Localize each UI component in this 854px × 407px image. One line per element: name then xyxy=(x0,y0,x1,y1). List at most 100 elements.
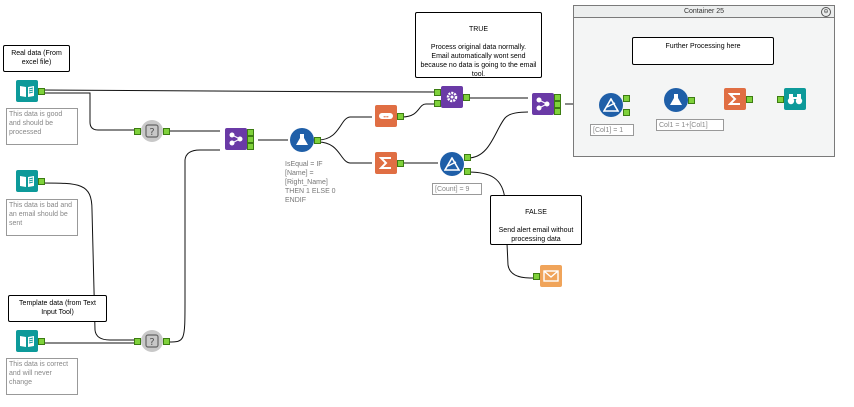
false-port[interactable] xyxy=(623,109,630,116)
comment-text: TRUE Process original data normally. Ema… xyxy=(420,26,537,78)
wire xyxy=(401,103,438,118)
output-port-l[interactable] xyxy=(554,94,561,101)
output-port-j[interactable] xyxy=(554,101,561,108)
filter-icon xyxy=(603,98,619,112)
annotation-input-2: This data is bad and an email should be … xyxy=(6,199,78,236)
annotation-formula-1: IsEqual = IF [Name] = [Right_Name] THEN … xyxy=(283,159,341,214)
input-data-tool-1[interactable] xyxy=(16,80,45,102)
input-port[interactable] xyxy=(134,338,141,345)
filter-icon xyxy=(444,157,460,171)
wire xyxy=(40,92,138,131)
book-icon xyxy=(20,176,34,187)
annotation-text: IsEqual = IF [Name] = [Right_Name] THEN … xyxy=(285,161,336,204)
comment-real-data[interactable]: Real data (From excel file) xyxy=(3,45,70,72)
input-port[interactable] xyxy=(434,100,441,107)
annotation-text: [Count] = 9 xyxy=(435,186,470,193)
annotation-input-1: This data is good and should be processe… xyxy=(6,108,78,145)
question-gear-icon: ? xyxy=(145,334,159,348)
comment-further-processing[interactable]: Further Processing here xyxy=(632,37,774,65)
question-gear-icon: ? xyxy=(145,124,159,138)
text-input-tool[interactable] xyxy=(16,330,45,352)
book-icon xyxy=(20,86,34,97)
output-port-r[interactable] xyxy=(247,143,254,150)
output-port[interactable] xyxy=(163,338,170,345)
annotation-text: Col1 = 1+[Col1] xyxy=(659,122,708,129)
wire xyxy=(167,149,220,343)
output-port-l[interactable] xyxy=(247,129,254,136)
true-port[interactable] xyxy=(464,154,471,161)
sample-tool[interactable]: ••• xyxy=(375,105,404,127)
unknown-tool-2[interactable]: ? xyxy=(134,330,170,352)
container-title: Container 25 xyxy=(683,8,725,15)
book-icon xyxy=(20,336,34,347)
output-port-j[interactable] xyxy=(247,136,254,143)
comment-text: Real data (From excel file) xyxy=(11,50,62,66)
wire xyxy=(317,116,372,141)
join-tool-2[interactable] xyxy=(532,93,561,115)
annotation-formula-2: Col1 = 1+[Col1] xyxy=(656,119,724,131)
summarize-tool-2[interactable] xyxy=(724,88,753,110)
comment-true[interactable]: TRUE Process original data normally. Ema… xyxy=(415,12,542,78)
output-port[interactable] xyxy=(688,97,695,104)
annotation-text: [Col1] = 1 xyxy=(593,127,624,134)
input-port[interactable] xyxy=(134,128,141,135)
formula-tool-2[interactable] xyxy=(664,88,695,112)
output-port[interactable] xyxy=(38,338,45,345)
annotation-filter-1: [Count] = 9 xyxy=(432,183,482,195)
filter-tool-2[interactable] xyxy=(599,93,630,117)
wire xyxy=(467,171,538,279)
join-icon xyxy=(536,97,550,111)
svg-text:?: ? xyxy=(149,337,154,348)
output-port-r[interactable] xyxy=(554,108,561,115)
unknown-tool-1[interactable]: ? xyxy=(134,120,170,142)
input-port[interactable] xyxy=(434,89,441,96)
flask-icon xyxy=(296,134,308,145)
comment-text: Further Processing here xyxy=(665,43,741,50)
wire xyxy=(317,141,372,164)
formula-tool-1[interactable] xyxy=(290,128,321,152)
browse-tool[interactable] xyxy=(777,88,806,110)
comment-text: FALSE Send alert email without processin… xyxy=(498,209,574,243)
comment-text: Template data (from Text Input Tool) xyxy=(19,300,96,316)
gear-macro-icon xyxy=(446,91,458,103)
sigma-icon xyxy=(379,157,391,169)
annotation-text: This data is bad and an email should be … xyxy=(9,202,73,227)
join-icon xyxy=(229,132,243,146)
output-port[interactable] xyxy=(38,178,45,185)
input-port[interactable] xyxy=(777,96,784,103)
sample-icon: ••• xyxy=(379,113,393,121)
output-port[interactable] xyxy=(397,113,404,120)
true-port[interactable] xyxy=(623,95,630,102)
output-port[interactable] xyxy=(38,88,45,95)
wire xyxy=(467,111,529,159)
container-header[interactable]: Container 25 ⊖ xyxy=(574,6,834,18)
svg-text:•••: ••• xyxy=(383,115,389,121)
annotation-text: This data is correct and will never chan… xyxy=(9,361,69,386)
binoculars-icon xyxy=(787,94,803,105)
comment-template-data[interactable]: Template data (from Text Input Tool) xyxy=(8,295,107,322)
filter-tool-1[interactable] xyxy=(440,152,471,176)
summarize-tool-1[interactable] xyxy=(375,152,404,174)
annotation-filter-2: [Col1] = 1 xyxy=(590,124,634,136)
input-data-tool-2[interactable] xyxy=(16,170,45,192)
sigma-icon xyxy=(728,93,740,105)
join-tool-1[interactable] xyxy=(225,128,254,150)
collapse-icon[interactable]: ⊖ xyxy=(821,7,831,17)
annotation-text: This data is good and should be processe… xyxy=(9,111,63,136)
email-tool[interactable] xyxy=(533,265,562,287)
wire xyxy=(39,89,439,93)
output-port[interactable] xyxy=(314,137,321,144)
macro-tool[interactable] xyxy=(434,86,470,108)
output-port[interactable] xyxy=(163,128,170,135)
comment-false[interactable]: FALSE Send alert email without processin… xyxy=(490,195,582,245)
email-icon xyxy=(543,270,559,282)
annotation-input-3: This data is correct and will never chan… xyxy=(6,358,78,395)
flask-icon xyxy=(670,94,682,105)
svg-text:?: ? xyxy=(149,127,154,138)
output-port[interactable] xyxy=(746,96,753,103)
input-port[interactable] xyxy=(533,273,540,280)
false-port[interactable] xyxy=(464,168,471,175)
output-port[interactable] xyxy=(397,160,404,167)
output-port[interactable] xyxy=(463,94,470,101)
